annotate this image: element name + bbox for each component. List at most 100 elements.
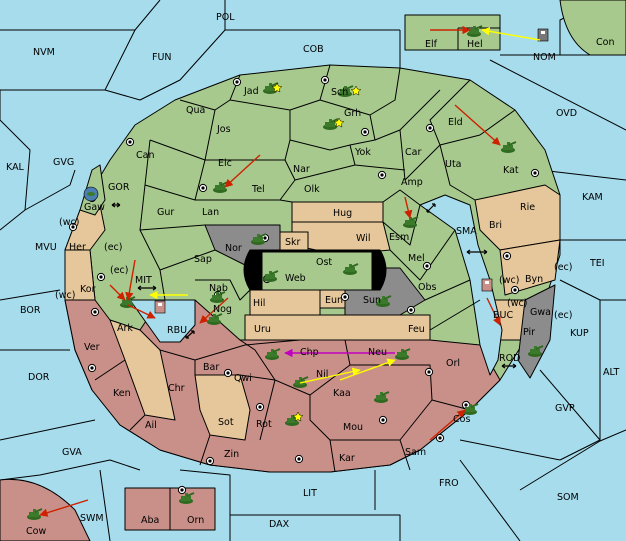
label-wc3: (wc) xyxy=(55,290,75,301)
fleet-icon[interactable] xyxy=(83,186,99,202)
move-order xyxy=(404,196,413,219)
support-order xyxy=(299,367,361,384)
label-gvg: GVG xyxy=(53,157,74,168)
label-fro: FRO xyxy=(439,478,459,489)
label-rod: ROD xyxy=(499,353,520,364)
label-nil: Nil xyxy=(316,369,328,380)
convoy-arrow-icon xyxy=(466,249,488,255)
label-jos: Jos xyxy=(216,124,231,135)
label-gwa: Gwa xyxy=(530,307,551,318)
label-ver: Ver xyxy=(84,342,100,353)
label-tei: TEI xyxy=(589,258,605,269)
label-gur: Gur xyxy=(157,207,174,218)
label-ec1: (ec) xyxy=(104,242,122,253)
label-rot: Rot xyxy=(256,419,272,430)
label-kam: KAM xyxy=(582,192,603,203)
sea-sma[interactable] xyxy=(419,194,503,376)
supply-center-icon xyxy=(223,368,233,378)
convoy-arrows xyxy=(111,202,517,369)
move-order xyxy=(109,284,126,301)
label-ovd: OVD xyxy=(556,108,577,119)
label-ark: Ark xyxy=(117,323,133,334)
province-con[interactable] xyxy=(559,0,626,56)
label-nar: Nar xyxy=(293,164,310,175)
supply-center-icon xyxy=(510,285,520,295)
label-car: Car xyxy=(405,147,421,158)
supply-center-icon xyxy=(360,127,370,137)
label-cow: Cow xyxy=(26,526,46,537)
label-cos: Cos xyxy=(453,414,470,425)
province-pir[interactable] xyxy=(517,284,556,379)
convoy-arrow-icon xyxy=(137,285,157,291)
label-wil: Wil xyxy=(356,233,370,244)
province-byn[interactable] xyxy=(499,239,561,296)
supply-center-icon xyxy=(377,170,387,180)
sea-rbu[interactable] xyxy=(129,299,196,343)
label-aba: Aba xyxy=(141,515,159,526)
supply-center-icon xyxy=(425,123,435,133)
label-bor: BOR xyxy=(20,305,41,316)
label-pol: POL xyxy=(216,12,235,23)
label-alt: ALT xyxy=(603,367,619,378)
label-her: Her xyxy=(69,242,86,253)
label-esm: Esm xyxy=(389,232,409,243)
label-hel: Hel xyxy=(467,39,483,50)
supply-center-icon xyxy=(96,272,106,282)
supply-center-icon xyxy=(232,77,242,87)
label-nor: Nor xyxy=(225,243,242,254)
province-elf-hel[interactable] xyxy=(404,14,501,51)
label-nab: Nab xyxy=(209,283,228,294)
label-orl: Orl xyxy=(446,358,460,369)
label-mou: Mou xyxy=(343,422,363,433)
province-uru-feu[interactable] xyxy=(244,314,431,341)
supply-center-icon xyxy=(198,183,208,193)
label-olk: Olk xyxy=(304,184,320,195)
label-ail: Ail xyxy=(145,420,157,431)
province-kor[interactable] xyxy=(64,249,96,301)
move-order xyxy=(199,297,229,324)
label-pir: Pir xyxy=(523,327,535,338)
label-ec5: (wc) xyxy=(507,298,527,309)
label-tel: Tel xyxy=(251,184,265,195)
label-mit: MIT xyxy=(135,275,152,286)
supply-center-icon xyxy=(424,367,434,377)
label-nog: Nog xyxy=(213,304,232,315)
move-order xyxy=(127,304,156,319)
fleet-icon[interactable] xyxy=(154,300,166,314)
supply-center-icon xyxy=(530,168,540,178)
label-orn: Orn xyxy=(187,515,204,526)
label-dor: DOR xyxy=(28,372,50,383)
supply-center-icon xyxy=(255,402,265,412)
label-byn: Byn xyxy=(525,274,543,285)
move-order xyxy=(429,409,466,441)
fleet-icon[interactable] xyxy=(537,28,549,42)
convoy-arrow-icon xyxy=(185,330,195,339)
label-kaa: Kaa xyxy=(333,388,351,399)
move-order xyxy=(454,104,501,146)
convoy-arrow-icon xyxy=(501,363,517,369)
supply-center-icon xyxy=(502,251,512,261)
stars xyxy=(271,82,362,422)
label-fun: FUN xyxy=(152,52,172,63)
convoy-arrow-icon xyxy=(426,203,436,213)
label-hug: Hug xyxy=(333,208,352,219)
province-web-ost[interactable] xyxy=(261,251,373,291)
label-uta: Uta xyxy=(445,159,462,170)
label-rie: Rie xyxy=(520,202,535,213)
province-labels: POL NVM FUN COB Elf Hel NOM Con Jad Sch … xyxy=(6,12,619,537)
fleet-icon[interactable] xyxy=(481,278,493,292)
label-sma: SMA xyxy=(456,226,477,237)
label-sch: Sch xyxy=(331,87,348,98)
label-mvu: MVU xyxy=(35,242,57,253)
supply-center-icon xyxy=(435,433,445,443)
label-sun: Sun xyxy=(363,295,381,306)
label-jad: Jad xyxy=(243,86,259,97)
label-feu: Feu xyxy=(408,324,425,335)
label-lan: Lan xyxy=(202,207,219,218)
label-grh: Grh xyxy=(344,108,361,119)
supply-center-icon xyxy=(205,456,215,466)
label-kup: KUP xyxy=(570,328,589,339)
supply-center-icon xyxy=(378,415,388,425)
label-ec2: (ec) xyxy=(554,262,572,273)
